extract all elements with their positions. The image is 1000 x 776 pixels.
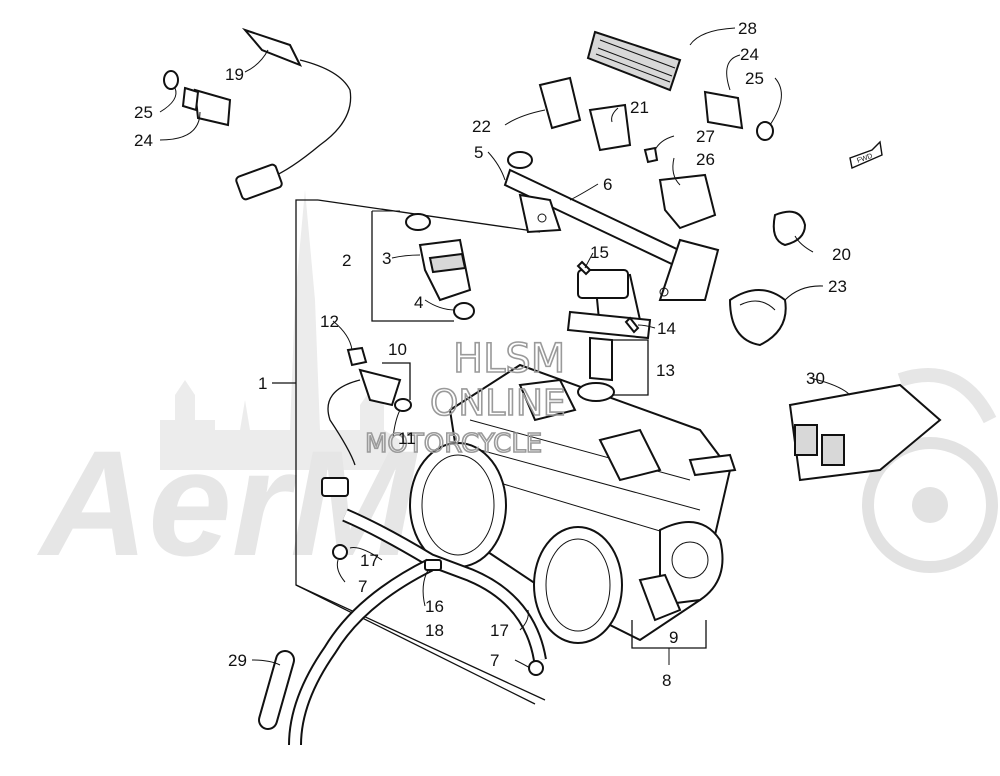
temp-sensor-right <box>703 90 774 141</box>
connector <box>588 103 632 152</box>
callout-27: 27 <box>696 127 715 146</box>
hlsm-line2: ONLINE <box>430 383 566 424</box>
callout-14: 14 <box>657 319 676 338</box>
vacuum-hoses <box>258 508 547 746</box>
fuel-rail <box>503 151 720 301</box>
left-throttle-bore <box>409 442 507 568</box>
callout-7: 7 <box>358 577 367 596</box>
callout-28: 28 <box>738 19 757 38</box>
callout-19: 19 <box>225 65 244 84</box>
callout-18: 18 <box>425 621 444 640</box>
clamp-icon <box>528 660 544 676</box>
callout-5: 5 <box>474 143 483 162</box>
callout-24: 24 <box>740 45 759 64</box>
callout-17: 17 <box>360 551 379 570</box>
map-sensor <box>643 146 717 230</box>
hlsm-line1: HLSM <box>453 336 565 382</box>
callout-9: 9 <box>669 628 678 647</box>
callout-6: 6 <box>603 175 612 194</box>
callout-2: 2 <box>342 251 351 270</box>
callout-7: 7 <box>490 651 499 670</box>
callout-3: 3 <box>382 249 391 268</box>
hlsm-line3: MOTORCYCLE <box>365 429 542 459</box>
assembly-frame <box>272 199 546 705</box>
relay <box>538 76 582 130</box>
clamp-icon <box>332 544 348 560</box>
skyline-watermark-icon <box>160 190 400 470</box>
callout-8: 8 <box>662 671 671 690</box>
pressure-switch <box>772 210 807 247</box>
throttle-body <box>409 363 737 644</box>
ecu-module <box>788 383 942 482</box>
callout-25: 25 <box>134 103 153 122</box>
callout-26: 26 <box>696 150 715 169</box>
oxygen-sensor <box>235 27 352 201</box>
callout-24: 24 <box>134 131 153 150</box>
callout-20: 20 <box>832 245 851 264</box>
callout-29: 29 <box>228 651 247 670</box>
callout-17: 17 <box>490 621 509 640</box>
callout-1: 1 <box>258 374 267 393</box>
callout-25: 25 <box>745 69 764 88</box>
leader-lines <box>159 27 851 669</box>
idle-air-valve <box>566 260 652 402</box>
o-ring-lower-icon <box>453 302 475 320</box>
callout-12: 12 <box>320 312 339 331</box>
tmap-sensor <box>321 346 412 497</box>
right-throttle-bore <box>533 526 623 644</box>
callout-21: 21 <box>630 98 649 117</box>
tee-fitting-icon <box>424 559 442 571</box>
callout-labels: 28 24 25 19 25 24 22 21 27 26 5 6 20 2 3… <box>134 19 851 690</box>
callout-4: 4 <box>414 293 423 312</box>
callout-22: 22 <box>472 117 491 136</box>
callout-13: 13 <box>656 361 675 380</box>
wheel-watermark-icon <box>862 437 998 573</box>
callout-30: 30 <box>806 369 825 388</box>
callout-15: 15 <box>590 243 609 262</box>
temp-sensor-left <box>163 70 232 127</box>
hlsm-watermark: HLSM ONLINE MOTORCYCLE <box>364 335 566 460</box>
o-ring-upper-icon <box>405 213 431 231</box>
fuel-injector <box>371 210 475 322</box>
callout-11: 11 <box>398 429 416 448</box>
callout-16: 16 <box>425 597 444 616</box>
fwd-arrow-icon: FWD <box>849 140 883 169</box>
hose-clamp <box>728 289 787 347</box>
intake-hose <box>586 30 682 92</box>
callout-10: 10 <box>388 340 407 359</box>
callout-23: 23 <box>828 277 847 296</box>
